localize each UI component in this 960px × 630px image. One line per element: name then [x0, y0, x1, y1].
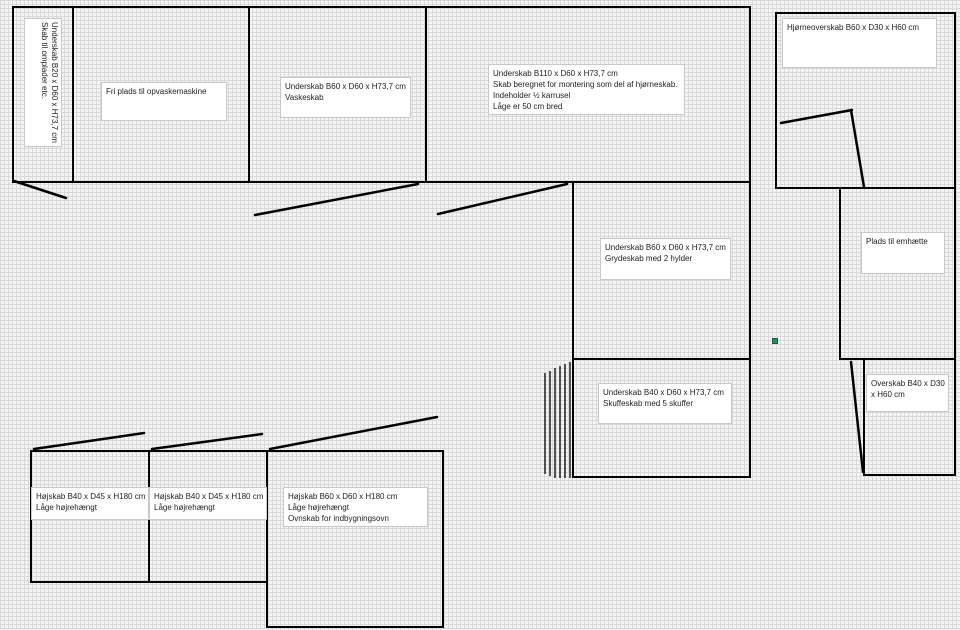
label-overskab-b40: Overskab B40 x D30 x H60 cm [866, 374, 949, 412]
door-swing-hoejskab-2 [150, 432, 264, 451]
label-hoejskab-2: Højskab B40 x D45 x H180 cm Låge højrehæ… [149, 487, 267, 520]
label-line: Indeholder ½ karrusel [493, 91, 571, 100]
label-line: Vaskeskab [285, 93, 324, 102]
label-line: Højskab B40 x D45 x H180 cm [36, 492, 146, 501]
door-swing-hjoerneoverskab-a [779, 108, 854, 125]
label-line: Underskab B110 x D60 x H73,7 cm [493, 69, 618, 78]
label-line: Låge højrehængt [154, 503, 215, 512]
cell-handle-icon[interactable] [772, 338, 778, 344]
label-line: Skuffeskab med 5 skuffer [603, 399, 693, 408]
label-hoejskab-1: Højskab B40 x D45 x H180 cm Låge højrehæ… [31, 487, 149, 520]
label-line: Underskab B20 x D60 x H73,7 cm [50, 22, 59, 143]
label-line: Fri plads til opvaskemaskine [106, 87, 207, 96]
door-swing-hjoerneskab [436, 182, 569, 216]
label-line: Højskab B40 x D45 x H180 cm [154, 492, 264, 501]
label-fri-opvask: Fri plads til opvaskemaskine [101, 82, 227, 121]
label-emhaette: Plads til emhætte [861, 232, 945, 274]
label-skuffeskab: Underskab B40 x D60 x H73,7 cm Skuffeska… [598, 383, 732, 424]
label-line: Skab til omplader etc. [40, 22, 49, 99]
label-hoejskab-ovn: Højskab B60 x D60 x H180 cm Låge højrehæ… [283, 487, 428, 527]
label-line: x H60 cm [871, 390, 905, 399]
label-line: Grydeskab med 2 hylder [605, 254, 693, 263]
label-line: Ovnskab for indbygningsovn [288, 514, 389, 523]
label-line: Underskab B40 x D60 x H73,7 cm [603, 388, 724, 397]
label-grydeskab: Underskab B60 x D60 x H73,7 cm Grydeskab… [600, 238, 731, 280]
cabinet-overskab-b40 [863, 358, 956, 476]
label-line: Hjørneoverskab B60 x D30 x H60 cm [787, 23, 920, 32]
door-swing-overskab-b40 [849, 360, 865, 474]
cabinet-skuffeskab [572, 358, 751, 478]
label-hjoerneskab: Underskab B110 x D60 x H73,7 cm Skab ber… [488, 64, 685, 115]
door-swing-underskab-b20 [12, 179, 68, 200]
label-line: Underskab B60 x D60 x H73,7 cm [605, 243, 726, 252]
label-line: Plads til emhætte [866, 237, 928, 246]
door-swing-vaskeskab [253, 182, 420, 217]
label-line: Overskab B40 x D30 [871, 379, 945, 388]
label-hjoerneoverskab: Hjørneoverskab B60 x D30 x H60 cm [782, 18, 937, 68]
drawer-fronts-skuffeskab [544, 362, 571, 478]
label-line: Højskab B60 x D60 x H180 cm [288, 492, 398, 501]
label-line: Låge er 50 cm bred [493, 102, 563, 111]
label-underskab-b20: Underskab B20 x D60 x H73,7 cm Skab til … [24, 18, 62, 147]
door-swing-hoejskab-1 [32, 431, 146, 451]
label-vaskeskab: Underskab B60 x D60 x H73,7 cm Vaskeskab [280, 77, 411, 118]
label-line: Underskab B60 x D60 x H73,7 cm [285, 82, 406, 91]
door-swing-hjoerneoverskab-b [849, 108, 866, 189]
label-line: Låge højrehængt [288, 503, 349, 512]
label-line: Låge højrehængt [36, 503, 97, 512]
cabinet-hoejskab-ovn [266, 450, 444, 628]
door-swing-hoejskab-ovn [268, 415, 439, 451]
label-line: Skab beregnet for montering som del af h… [493, 80, 678, 89]
